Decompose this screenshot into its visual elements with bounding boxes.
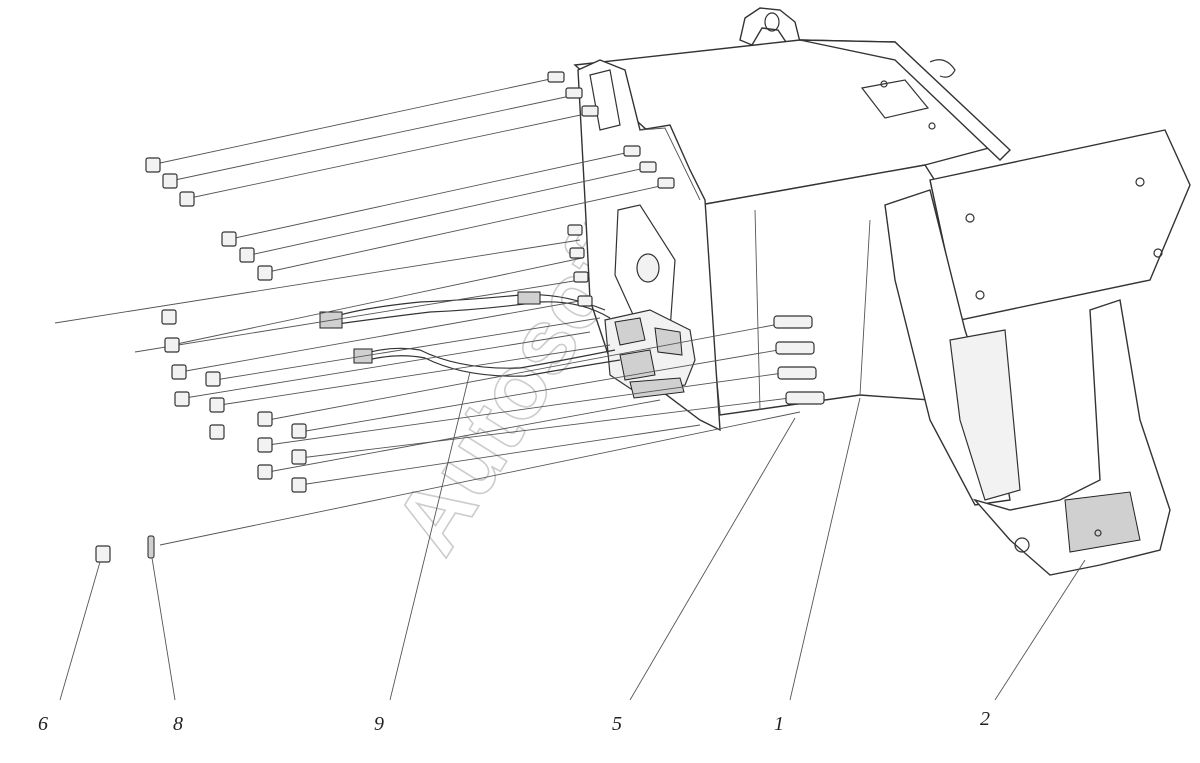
bolt-head [777,366,817,380]
bolt-head [657,177,675,189]
hose-fitting [517,291,541,305]
leader-line-1 [789,397,861,701]
nut [162,173,178,189]
callout-label-2: 2 [980,708,990,730]
bolt-head [567,224,583,236]
nut [209,397,225,413]
nut [291,449,307,465]
bolt-head [775,341,815,355]
bolt-head [773,315,813,329]
bolt-head [785,391,825,405]
leader-line-6 [59,561,101,701]
callout-label-9: 9 [374,713,384,735]
bolt-head [577,295,593,307]
bolt-head [565,87,583,99]
nut [145,157,161,173]
bolt-axis-lines [54,77,801,546]
nut [209,424,225,440]
bolt-head [639,161,657,173]
nut [221,231,237,247]
leader-line-9 [389,371,471,701]
nut [291,477,307,493]
callout-labels: 6 8 9 5 1 2 [38,708,990,735]
leader-line-2 [994,559,1086,701]
bolt-head [569,247,585,259]
callout-label-6: 6 [38,713,48,735]
callout-label-5: 5 [612,713,622,735]
nut [257,411,273,427]
bolt-head [623,145,641,157]
leader-lines [59,371,1086,701]
bolt-head [547,71,565,83]
washer-item-8 [147,535,155,559]
nut [174,391,190,407]
bolt-head [573,271,589,283]
nuts [145,157,307,493]
nut [291,423,307,439]
callout-label-1: 1 [774,713,784,735]
nut [257,464,273,480]
nut [179,191,195,207]
nut [257,265,273,281]
mounting-bracket [884,129,1191,576]
valve-block [604,309,696,399]
bolt-heads [547,71,825,405]
callout-label-8: 8 [173,713,183,735]
nut [171,364,187,380]
nut [164,337,180,353]
nut [239,247,255,263]
nut-item-6 [95,545,111,563]
leader-line-8 [151,557,176,701]
nut [257,437,273,453]
bolt-head [581,105,599,117]
nut [205,371,221,387]
leader-line-5 [629,417,796,701]
nut [161,309,177,325]
